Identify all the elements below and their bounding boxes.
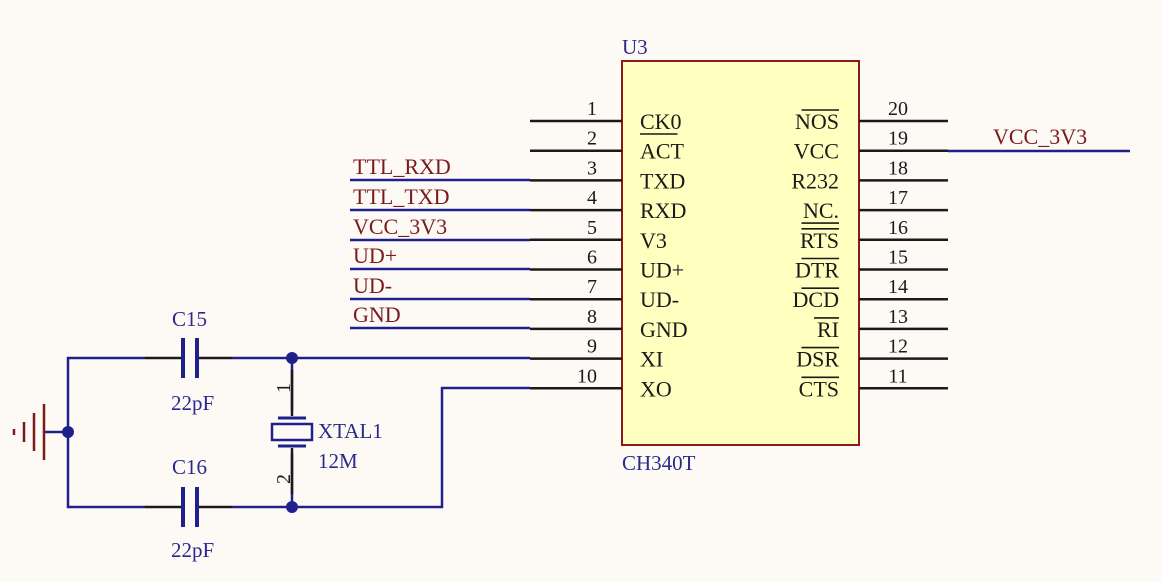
- pin-11-number: 11: [888, 365, 907, 387]
- pin-13-name-ri: RI: [817, 317, 839, 342]
- pin-11-name-cts: CTS: [799, 376, 839, 401]
- crystal-designator: XTAL1: [318, 419, 383, 443]
- pin-19-name-vcc: VCC: [794, 139, 839, 164]
- pin-5-name-v3: V3: [640, 228, 667, 253]
- net-label-ttl-txd: TTL_TXD: [353, 184, 450, 209]
- pin-10-name-xo: XO: [640, 376, 672, 401]
- pin-16-number: 16: [888, 217, 908, 239]
- pin-12-name-dsr: DSR: [796, 347, 839, 372]
- pin-1-number: 1: [587, 98, 597, 120]
- crystal-value: 12M: [318, 449, 358, 473]
- net-label-vcc-3v3-left: VCC_3V3: [353, 214, 447, 239]
- pin-2-number: 2: [587, 128, 597, 150]
- pin-5-number: 5: [587, 217, 597, 239]
- ground-icon: [12, 404, 46, 460]
- pin-13-number: 13: [888, 306, 908, 328]
- pin-18-number: 18: [888, 157, 908, 179]
- pin-17-number: 17: [888, 187, 908, 209]
- c15-designator: C15: [172, 307, 207, 331]
- pin-3-name-txd: TXD: [640, 168, 685, 193]
- c16-designator: C16: [172, 455, 207, 479]
- pin-2-name-act: ACT: [640, 139, 685, 164]
- wire-ground-bus[interactable]: [66, 356, 145, 509]
- pin-16-name-rts: RTS: [800, 228, 839, 253]
- pin-7-number: 7: [587, 276, 597, 298]
- pin-9-number: 9: [587, 336, 597, 358]
- crystal-xtal1[interactable]: [270, 370, 314, 494]
- junction-dot-xo: [286, 501, 298, 513]
- chip-designator: U3: [622, 35, 648, 59]
- pin-10-number: 10: [577, 365, 597, 387]
- pin-18-name-r232: R232: [791, 168, 839, 193]
- net-label-ttl-rxd: TTL_RXD: [353, 154, 451, 179]
- pin-20-number: 20: [888, 98, 908, 120]
- pin-4-number: 4: [587, 187, 597, 209]
- pin-9-name-xi: XI: [640, 347, 663, 372]
- chip-body[interactable]: [621, 60, 860, 446]
- capacitor-c15[interactable]: [145, 338, 232, 378]
- pin-6-name-ud-: UD+: [640, 258, 684, 283]
- pin-14-number: 14: [888, 276, 908, 298]
- crystal-pin-1-label: 1: [273, 383, 295, 393]
- pin-7-name-ud-: UD-: [640, 287, 679, 312]
- junction-dot-ground: [62, 426, 74, 438]
- junction-dot-xi: [286, 352, 298, 364]
- pin-14-name-dcd: DCD: [793, 287, 839, 312]
- net-label-gnd: GND: [353, 302, 401, 327]
- c16-value: 22pF: [171, 538, 214, 562]
- chip-part-name: CH340T: [622, 451, 696, 475]
- wire-xo-net[interactable]: [232, 386, 530, 509]
- pin-15-number: 15: [888, 247, 908, 269]
- pin-20-name-nos: NOS: [795, 109, 839, 134]
- pin-3-number: 3: [587, 157, 597, 179]
- net-label-ud-minus: UD-: [353, 273, 392, 298]
- crystal-pin-2-label: 2: [273, 474, 295, 484]
- capacitor-c16[interactable]: [145, 487, 232, 527]
- pin-12-number: 12: [888, 336, 908, 358]
- pin-6-number: 6: [587, 247, 597, 269]
- pin-1-name-ck0: CK0: [640, 109, 682, 134]
- net-label-ud-plus: UD+: [353, 243, 397, 268]
- c15-value: 22pF: [171, 391, 214, 415]
- pin-4-name-rxd: RXD: [640, 198, 686, 223]
- pin-17-name-nc-: NC.: [803, 198, 839, 223]
- pin-8-number: 8: [587, 306, 597, 328]
- net-label-vcc-3v3-right: VCC_3V3: [993, 124, 1087, 149]
- pin-15-name-dtr: DTR: [795, 258, 839, 283]
- pin-19-number: 19: [888, 128, 908, 150]
- pin-8-name-gnd: GND: [640, 317, 688, 342]
